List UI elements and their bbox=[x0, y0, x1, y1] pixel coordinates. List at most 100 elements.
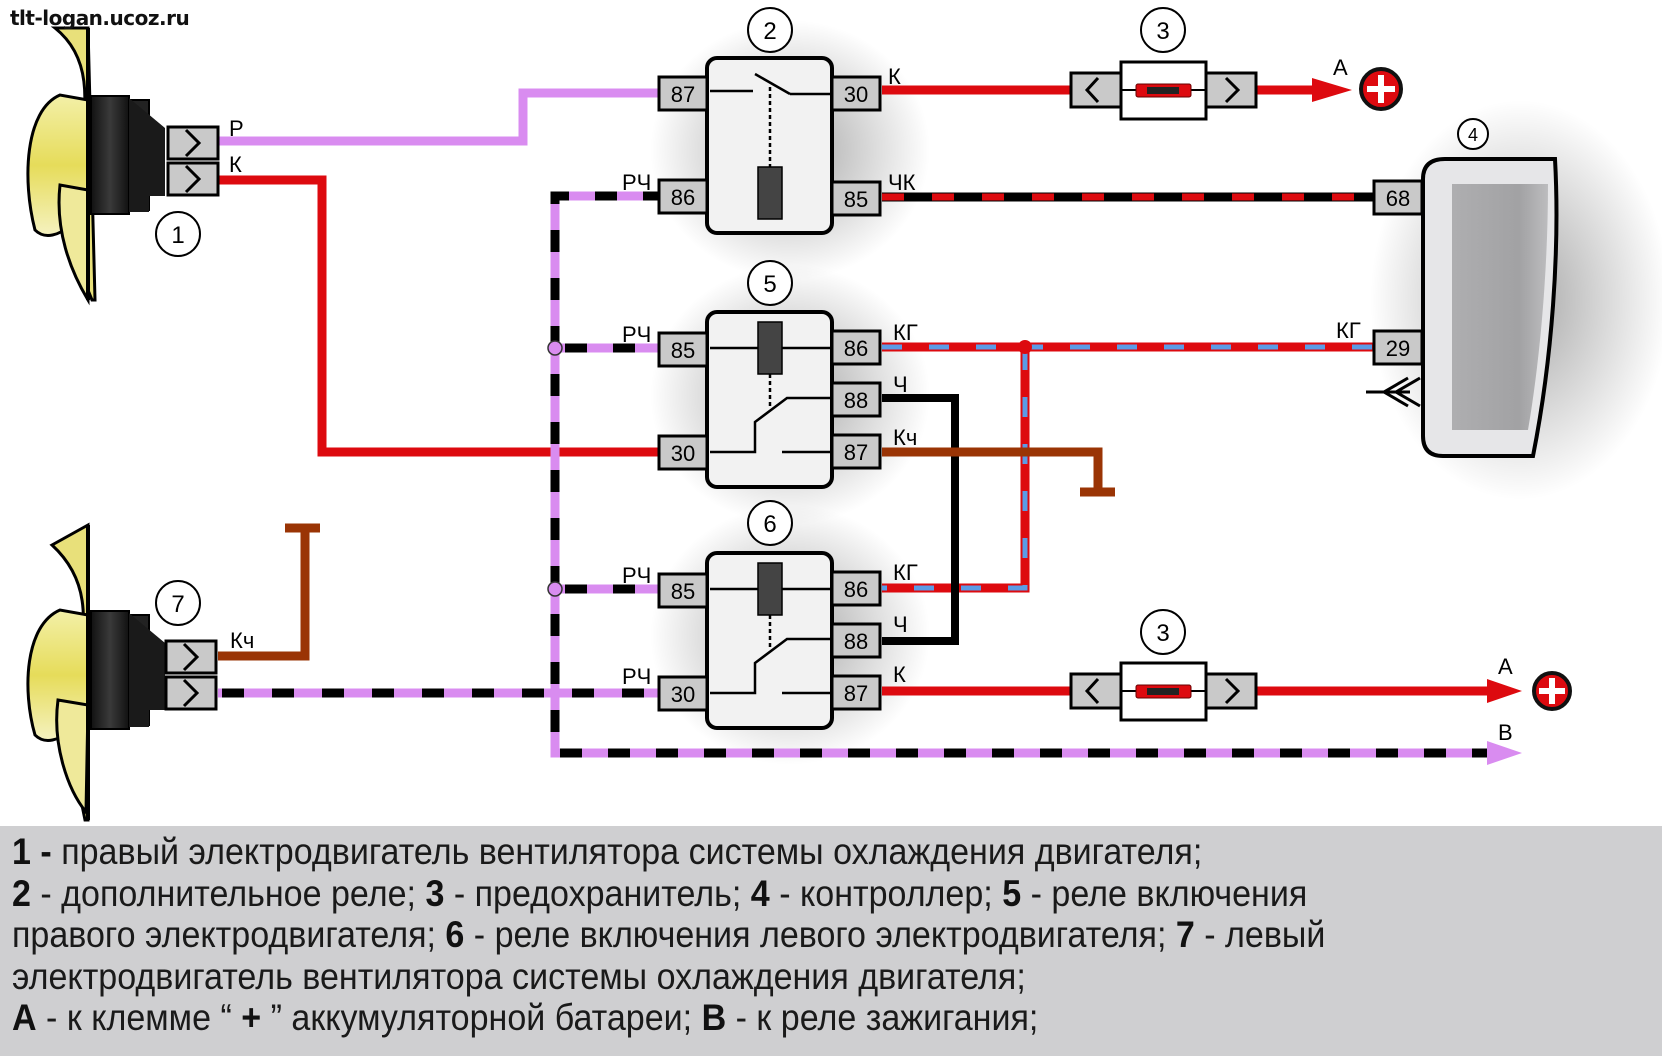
wire-ch-88 bbox=[882, 394, 959, 645]
pin-85 bbox=[657, 572, 709, 609]
fuse-3-top: 3 bbox=[1069, 7, 1258, 121]
legend-line-3: правого электродвигателя; 6 - реле включ… bbox=[12, 914, 1519, 956]
component-3-marker bbox=[1140, 609, 1186, 655]
pin-86-label: 86 bbox=[844, 577, 868, 602]
legend-text: - предохранитель; bbox=[444, 872, 751, 914]
wire-label-r2-85: ЧК bbox=[888, 170, 916, 195]
legend-line-5: A - к клемме “ + ” аккумуляторной батаре… bbox=[12, 997, 1519, 1039]
pin-85-label: 85 bbox=[844, 187, 868, 212]
legend-text: правого электродвигателя; bbox=[12, 914, 446, 955]
pin-86-label: 86 bbox=[671, 185, 695, 210]
wire-label-r6-86: КГ bbox=[893, 560, 918, 585]
pin-85 bbox=[830, 180, 882, 217]
wire-label-r2-86: РЧ bbox=[622, 170, 651, 195]
watermark: tlt-logan.ucoz.ru bbox=[10, 6, 190, 30]
wire-label-c4-29: КГ bbox=[1336, 318, 1361, 343]
wire-label-r5-87: Кч bbox=[893, 425, 917, 450]
arrow-b-head bbox=[1487, 741, 1522, 765]
legend-key-4: 4 bbox=[750, 872, 770, 914]
component-3-marker bbox=[1140, 7, 1186, 53]
arrow-a-top-head bbox=[1312, 78, 1352, 102]
legend-key-6: 6 bbox=[445, 914, 465, 955]
pin-30 bbox=[657, 434, 709, 471]
relay-coil-icon bbox=[757, 562, 783, 616]
legend-text: ” аккумуляторной батареи; bbox=[261, 997, 702, 1038]
legend-key-3: 3 bbox=[425, 872, 445, 914]
arrow-label-b: B bbox=[1498, 720, 1513, 745]
wire-label-r6-87: К bbox=[893, 662, 906, 687]
wiring-diagram: 1 Р К 7 Кч 2 87 86 30 85 bbox=[26, 7, 1662, 822]
component-4-number: 4 bbox=[1468, 125, 1478, 145]
component-3-number: 3 bbox=[1156, 18, 1169, 45]
legend-text: - к реле зажигания; bbox=[726, 997, 1039, 1038]
pin-30-label: 30 bbox=[671, 682, 695, 707]
pin-85 bbox=[657, 331, 709, 368]
legend-text: - контроллер; bbox=[769, 872, 1003, 914]
pin-87 bbox=[830, 674, 882, 711]
wire-label-r6-30: РЧ bbox=[622, 664, 651, 689]
connector-m1-k bbox=[166, 161, 220, 197]
pin-88 bbox=[830, 622, 882, 659]
pin-88-label: 88 bbox=[844, 388, 868, 413]
component-1-number: 1 bbox=[171, 222, 184, 249]
junction-rch-1 bbox=[547, 340, 563, 356]
arrow-a-bottom-head bbox=[1487, 679, 1522, 703]
connector-m1-p bbox=[166, 125, 220, 161]
legend-key-5: 5 bbox=[1002, 872, 1022, 914]
motor-body bbox=[90, 95, 130, 215]
pin-86 bbox=[830, 570, 882, 607]
component-5-marker bbox=[747, 260, 793, 306]
motor-7: 7 Кч bbox=[26, 522, 254, 822]
junction-rch-2 bbox=[547, 581, 563, 597]
wire-label-r5-88: Ч bbox=[893, 372, 908, 397]
wire-label-m7-kch: Кч bbox=[230, 628, 254, 653]
pin-86 bbox=[830, 329, 882, 366]
legend-text: - реле включения bbox=[1021, 872, 1308, 914]
wire-kg bbox=[882, 342, 1374, 593]
pin-87 bbox=[657, 75, 709, 112]
junction-kg bbox=[1018, 340, 1032, 354]
battery-plus-top: A bbox=[1333, 55, 1403, 111]
legend-text: - к клемме “ bbox=[36, 997, 242, 1038]
pin-88-label: 88 bbox=[844, 629, 868, 654]
component-6-number: 6 bbox=[763, 511, 776, 538]
legend-line-1: 1 - правый электродвигатель вентилятора … bbox=[12, 831, 1519, 873]
wire-label-m1-k: К bbox=[229, 152, 242, 177]
motor-1: 1 Р К bbox=[26, 26, 244, 306]
relay-2: 2 87 86 30 85 РЧ К ЧК bbox=[622, 7, 916, 235]
pin-29 bbox=[1372, 329, 1424, 366]
component-4-marker bbox=[1457, 118, 1489, 150]
legend-key-a: A bbox=[12, 997, 37, 1038]
wire-label-r5-86: КГ bbox=[893, 320, 918, 345]
connector-arrow-icon bbox=[1366, 376, 1421, 408]
connector-m7-kch bbox=[164, 639, 218, 675]
pin-87-label: 87 bbox=[844, 440, 868, 465]
relay-coil-icon bbox=[757, 321, 783, 375]
legend-text: - дополнительное реле; bbox=[30, 872, 426, 914]
legend-text: - левый bbox=[1194, 914, 1326, 955]
legend-key-2: 2 bbox=[12, 872, 31, 914]
pin-88 bbox=[830, 381, 882, 418]
wire-m7-kch bbox=[218, 528, 310, 661]
legend-text: правый электродвигатель вентилятора сист… bbox=[51, 831, 1203, 872]
legend-panel: 1 - правый электродвигатель вентилятора … bbox=[0, 826, 1662, 1056]
pin-30-label: 30 bbox=[671, 441, 695, 466]
relay-coil-icon bbox=[757, 166, 783, 220]
controller-4: 4 68 29 КГ bbox=[1336, 118, 1559, 458]
relay-5: 5 85 30 86 88 87 РЧ КГ Ч Кч bbox=[622, 260, 918, 489]
wire-label-r5-85: РЧ bbox=[622, 322, 651, 347]
motor-body bbox=[90, 610, 130, 730]
wire-rch-bus bbox=[218, 191, 1490, 758]
pin-68-label: 68 bbox=[1386, 186, 1410, 211]
component-5-number: 5 bbox=[763, 271, 776, 298]
wire-m1-k-to-r5-30 bbox=[218, 175, 665, 457]
arrow-label-a-top: A bbox=[1333, 55, 1348, 80]
component-2-marker bbox=[747, 7, 793, 53]
legend-key-1: 1 - bbox=[12, 831, 52, 872]
pin-29-label: 29 bbox=[1386, 336, 1410, 361]
legend-key-7: 7 bbox=[1175, 914, 1195, 955]
pin-86 bbox=[657, 178, 709, 215]
wire-label-r6-88: Ч bbox=[893, 612, 908, 637]
legend-text: - реле включения левого электродвигателя… bbox=[464, 914, 1176, 955]
legend-line-2: 2 - дополнительное реле; 3 - предохранит… bbox=[12, 873, 1519, 915]
